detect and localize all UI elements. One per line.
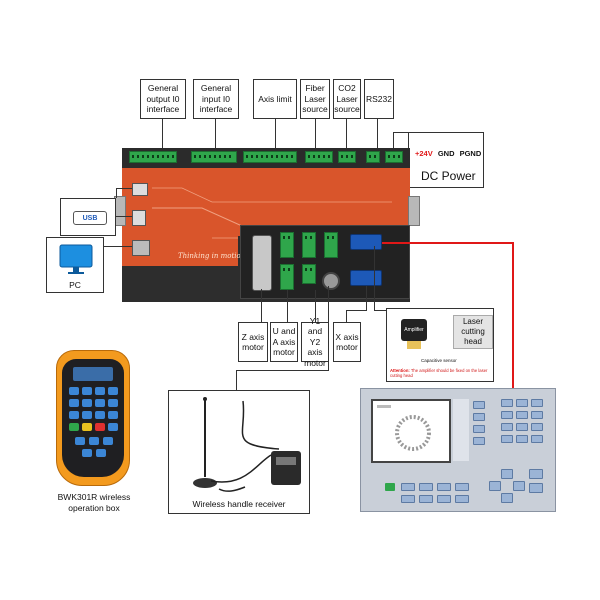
remote-control-icon[interactable]: [56, 350, 130, 486]
dc-pgnd-label: PGND: [459, 149, 482, 158]
co2-laser-terminal: [338, 151, 356, 163]
fiber-laser-label: Fiber Laser source: [300, 79, 330, 119]
axis-limit-label: Axis limit: [253, 79, 297, 119]
usb-a-port[interactable]: [132, 210, 146, 226]
general-output-label: General output I0 interface: [140, 79, 186, 119]
u-a-axis-motor-label: U and A axis motor: [270, 322, 298, 362]
y-axis-motor-label: Y1 and Y2 axis motor: [301, 316, 329, 368]
wireless-receiver-label: Wireless handle receiver: [192, 499, 286, 509]
x-axis-motor-label: X axis motor: [333, 322, 361, 362]
capacitive-sensor-label: Capacitive sensor: [421, 358, 457, 363]
monitor-icon: [59, 244, 93, 274]
attention-label: Attention:: [390, 368, 410, 373]
power-terminal: [385, 151, 403, 163]
y-axis-terminal-2: [302, 264, 316, 284]
rs232-terminal: [366, 151, 380, 163]
axis-limit-terminal: [243, 151, 297, 163]
slogan-text: Thinking in motion: [178, 252, 246, 260]
laser-head-box: Amplifier Laser cutting head Capacitive …: [386, 308, 494, 382]
attention-text: The amplifier should be fixed on the las…: [390, 368, 488, 378]
rs232-label: RS232: [364, 79, 394, 119]
wireless-receiver-box: Wireless handle receiver: [168, 390, 310, 514]
output-io-terminal: [129, 151, 177, 163]
pc-box: PC: [46, 237, 104, 293]
remote-caption: BWK301R wireless operation box: [57, 492, 131, 513]
co2-laser-label: CO2 Laser source: [333, 79, 361, 119]
dc-power-title: DC Power: [421, 169, 476, 183]
z-axis-motor-label: Z axis motor: [238, 322, 268, 362]
z-axis-db25-connector[interactable]: [252, 235, 272, 291]
amplifier-device: Amplifier: [401, 319, 427, 341]
panel-screen: [371, 399, 451, 463]
antenna-icon: [193, 397, 301, 492]
handle-db-connector[interactable]: [350, 234, 382, 250]
pc-label: PC: [69, 280, 81, 290]
usb-b-port[interactable]: [132, 183, 148, 196]
y-axis-terminal-1: [302, 232, 316, 258]
u-a-axis-terminal-1: [280, 232, 294, 258]
ethernet-port[interactable]: [132, 240, 150, 256]
dc-plus24-label: +24V: [415, 149, 433, 158]
usb-device-box: USB: [60, 198, 116, 236]
round-connector[interactable]: [322, 272, 340, 290]
input-io-terminal: [191, 151, 237, 163]
fiber-laser-terminal: [305, 151, 333, 163]
usb-icon: USB: [73, 211, 107, 225]
control-panel: [360, 388, 556, 512]
dc-gnd-label: GND: [437, 149, 455, 158]
x-axis-db-connector[interactable]: [350, 270, 382, 286]
general-input-label: General input I0 interface: [193, 79, 239, 119]
y-axis-terminal-3: [324, 232, 338, 258]
laser-head-label: Laser cutting head: [453, 315, 493, 349]
dc-power-box: +24V GND PGND DC Power: [408, 132, 484, 188]
u-a-axis-terminal-2: [280, 264, 294, 290]
